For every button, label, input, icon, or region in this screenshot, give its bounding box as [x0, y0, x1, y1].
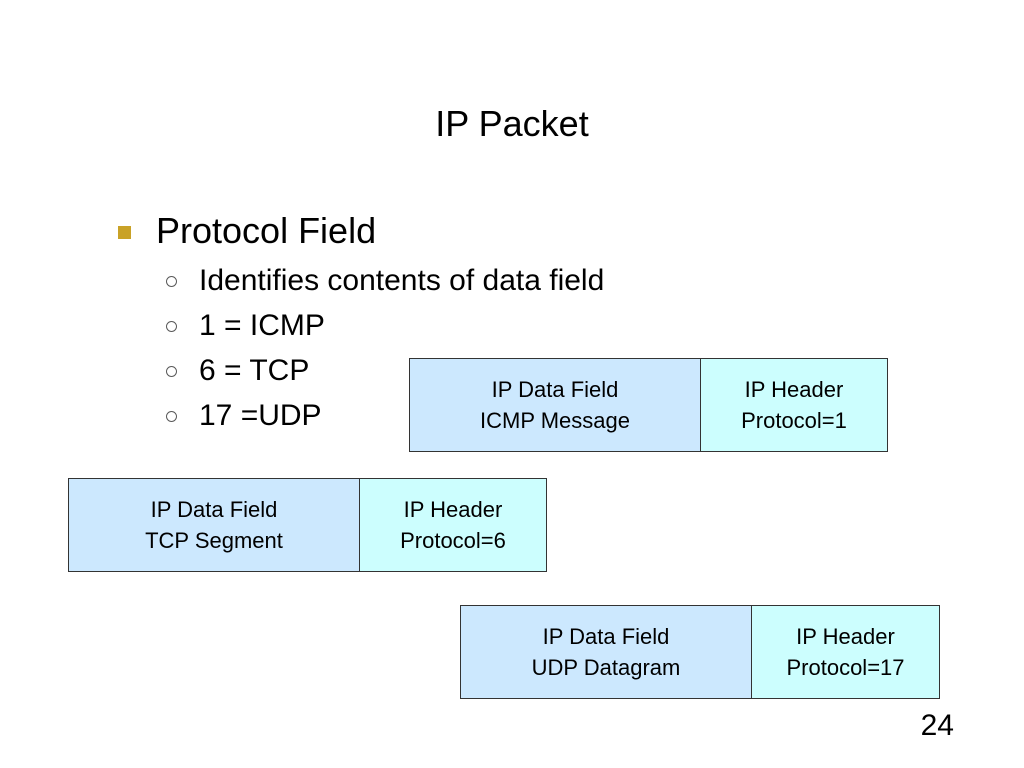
packet-tcp: IP Data Field TCP Segment IP Header Prot… [68, 478, 547, 572]
circle-bullet-icon [166, 411, 177, 422]
data-field-content: ICMP Message [480, 408, 630, 433]
packet-icmp: IP Data Field ICMP Message IP Header Pro… [409, 358, 888, 452]
circle-bullet-icon [166, 276, 177, 287]
slide-title: IP Packet [435, 103, 589, 144]
header-protocol: Protocol=1 [741, 408, 847, 433]
data-field-content: TCP Segment [145, 528, 283, 553]
header-title: IP Header [796, 624, 895, 649]
sub-bullet-text: 1 = ICMP [199, 309, 325, 342]
ip-data-field-box: IP Data Field ICMP Message [410, 359, 701, 451]
header-protocol: Protocol=6 [400, 528, 506, 553]
data-field-title: IP Data Field [491, 377, 619, 402]
ip-data-field-box: IP Data Field UDP Datagram [461, 606, 752, 698]
ip-data-field-box: IP Data Field TCP Segment [69, 479, 360, 571]
circle-bullet-icon [166, 321, 177, 332]
ip-header-box: IP Header Protocol=1 [701, 359, 887, 451]
sub-bullet-list: Identifies contents of data field 1 = IC… [166, 258, 604, 438]
sub-bullet-item: 1 = ICMP [166, 303, 604, 348]
header-title: IP Header [744, 377, 844, 402]
packet-udp: IP Data Field UDP Datagram IP Header Pro… [460, 605, 940, 699]
ip-header-box: IP Header Protocol=17 [752, 606, 939, 698]
bullet-protocol-field: Protocol Field [118, 208, 376, 254]
sub-bullet-text: Identifies contents of data field [199, 264, 605, 297]
sub-bullet-item: 6 = TCP [166, 348, 604, 393]
data-field-title: IP Data Field [542, 624, 670, 649]
bullet-text: Protocol Field [156, 210, 377, 251]
slide-number: 24 [920, 709, 954, 742]
data-field-content: UDP Datagram [531, 655, 681, 680]
header-protocol: Protocol=17 [786, 655, 905, 680]
sub-bullet-text: 17 =UDP [199, 399, 322, 432]
header-title: IP Header [403, 497, 503, 522]
ip-header-box: IP Header Protocol=6 [360, 479, 546, 571]
sub-bullet-text: 6 = TCP [199, 354, 310, 387]
circle-bullet-icon [166, 366, 177, 377]
data-field-title: IP Data Field [150, 497, 278, 522]
sub-bullet-item: 17 =UDP [166, 393, 604, 438]
sub-bullet-item: Identifies contents of data field [166, 258, 604, 303]
square-bullet-icon [118, 225, 131, 239]
